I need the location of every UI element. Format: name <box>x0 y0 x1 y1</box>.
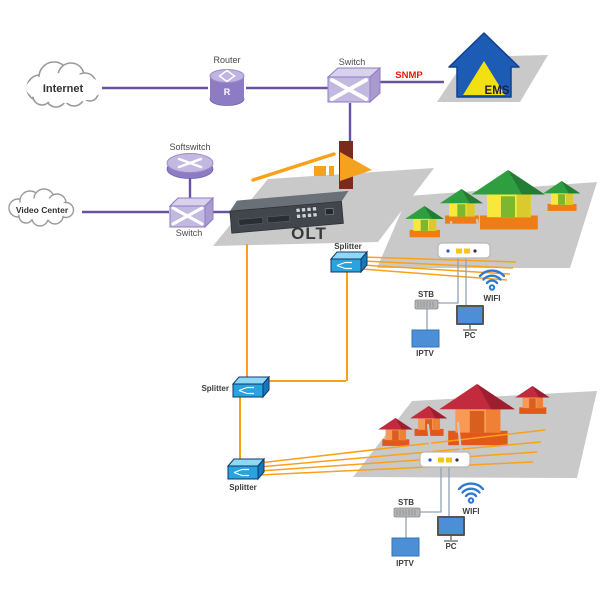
top-ont-router-icon <box>437 218 491 259</box>
bottom-cluster-lan-lines <box>405 467 450 538</box>
switch-top-node: Switch <box>326 57 382 104</box>
splitter-middle-label: Splitter <box>201 384 229 393</box>
switch-icon <box>326 66 382 104</box>
router-node: Router R <box>209 55 245 106</box>
ems-house-arrow-icon <box>448 32 520 98</box>
bottom-iptv-label: IPTV <box>396 559 414 568</box>
video-center-cloud: Video Center <box>8 188 75 227</box>
router-icon: R <box>209 69 245 106</box>
bottom-ont-router-icon <box>419 421 471 468</box>
switch-left-node: Switch <box>168 196 215 238</box>
splitter-middle-node: Splitter <box>201 376 270 398</box>
window <box>329 166 334 176</box>
bottom-stb-label: STB <box>398 498 414 507</box>
top-wifi: WIFI <box>478 269 506 303</box>
olt-node: OLT <box>229 190 349 243</box>
top-wifi-label: WIFI <box>484 294 501 303</box>
roof-line <box>251 152 336 182</box>
switch-left-label: Switch <box>176 228 203 238</box>
top-stb: STB <box>414 290 439 310</box>
pc-icon <box>456 305 484 331</box>
top-pc-label: PC <box>464 331 475 340</box>
router-letter: R <box>224 87 231 97</box>
bottom-stb: STB <box>393 498 421 518</box>
bottom-wifi: WIFI <box>457 482 485 516</box>
internet-cloud: Internet <box>26 61 102 108</box>
softswitch-node: Softswitch <box>166 142 214 179</box>
ems-label: EMS <box>485 85 510 97</box>
top-iptv-label: IPTV <box>416 349 434 358</box>
top-stb-label: STB <box>418 290 434 299</box>
snmp-label: SNMP <box>395 70 423 81</box>
roof-arrow-icon <box>340 152 372 181</box>
ems-node: EMS <box>448 32 520 98</box>
bottom-wifi-label: WIFI <box>463 507 480 516</box>
splitter-top-label: Splitter <box>334 242 362 251</box>
fiber-links <box>239 244 348 459</box>
iptv-icon <box>391 537 420 557</box>
bottom-pc: PC <box>437 516 465 551</box>
top-cluster-lan-lines <box>426 258 467 330</box>
internet-label: Internet <box>43 83 84 95</box>
splitter-icon <box>227 458 265 480</box>
splitter-icon <box>232 376 270 398</box>
splitter-top-node: Splitter <box>330 242 368 273</box>
fiber-drop-lines-bottom <box>258 429 546 476</box>
top-iptv: IPTV <box>411 329 440 358</box>
top-pc: PC <box>456 305 484 340</box>
router-label: Router <box>213 55 240 65</box>
iptv-icon <box>411 329 440 348</box>
splitter-bottom-node: Splitter <box>227 458 265 492</box>
splitter-icon <box>330 251 368 273</box>
olt-device-icon <box>229 190 349 234</box>
switch-top-label: Switch <box>339 57 366 67</box>
olt-label: OLT <box>291 224 327 243</box>
central-office-building <box>251 141 372 189</box>
softswitch-label: Softswitch <box>169 142 210 152</box>
softswitch-icon <box>166 153 214 179</box>
video-center-label: Video Center <box>16 205 69 215</box>
wifi-icon <box>457 482 485 504</box>
stb-device-icon <box>393 507 421 518</box>
bottom-pc-label: PC <box>445 542 456 551</box>
switch-icon <box>168 196 215 229</box>
bottom-iptv: IPTV <box>391 537 420 568</box>
pc-icon <box>437 516 465 542</box>
stb-device-icon <box>414 299 439 310</box>
window <box>314 166 326 176</box>
splitter-bottom-label: Splitter <box>229 483 257 492</box>
